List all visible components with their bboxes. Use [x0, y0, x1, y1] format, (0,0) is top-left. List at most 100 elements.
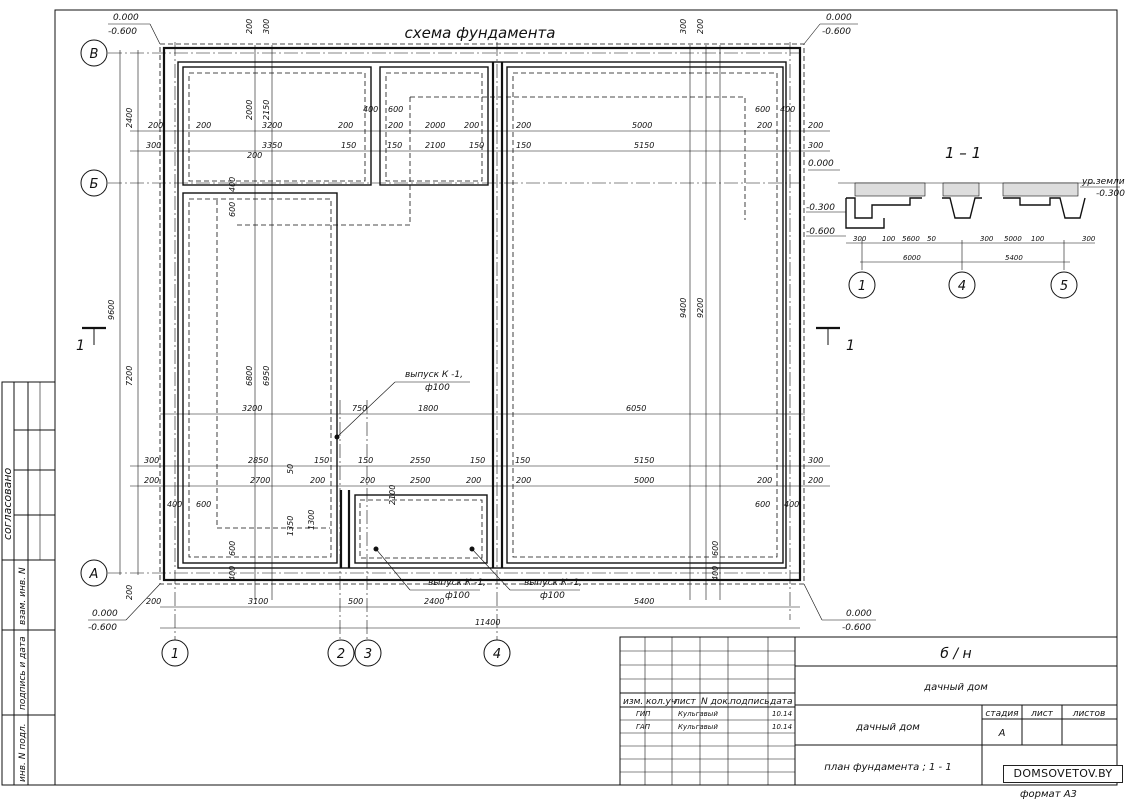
dim-text: 400	[363, 105, 378, 114]
section-level: -0.300	[806, 203, 835, 213]
dim-text: 200	[148, 121, 163, 130]
dim-text: 200	[808, 476, 823, 485]
dim-text: 200	[196, 121, 211, 130]
tb-date: 10.14	[772, 710, 792, 718]
dim-text: 400	[784, 500, 799, 509]
section-ground-level: -0.300	[1096, 189, 1125, 199]
section-dim: 6000	[903, 254, 921, 262]
section-dim: 5600	[902, 235, 920, 243]
callout-text: выпуск К -1,	[428, 578, 486, 588]
dim-text: 600	[711, 541, 720, 556]
section-dim: 300	[980, 235, 994, 243]
dim-text: 200	[338, 121, 353, 130]
section-dim: 300	[1082, 235, 1096, 243]
watermark: DOMSOVETOV.BY	[1003, 765, 1123, 783]
cut-label: 1	[846, 338, 855, 354]
dim-text: 3200	[242, 404, 262, 413]
dim-text: 2150	[262, 100, 271, 120]
callouts: выпуск К -1, ф100 выпуск К -1, ф100 выпу…	[334, 370, 582, 601]
dim-text: 300	[808, 456, 823, 465]
dim-text: 200	[146, 597, 161, 606]
section-dim: 5400	[1005, 254, 1023, 262]
stamp-sign-date: подпись и дата	[18, 636, 28, 710]
dim-text: 2100	[388, 485, 397, 505]
callout-text: выпуск К -1,	[524, 578, 582, 588]
dim-text: 600	[755, 105, 770, 114]
dim-text: 150	[469, 141, 484, 150]
dim-text: 6950	[262, 366, 271, 386]
dim-text: 600	[228, 541, 237, 556]
dim-text: 400	[711, 566, 720, 581]
dim-text: 2850	[248, 456, 268, 465]
section-dim: 100	[882, 235, 896, 243]
dim-text: 200	[516, 121, 531, 130]
section-axis: 5	[1060, 279, 1068, 294]
level-mark: -0.600	[88, 623, 117, 633]
axis-col-label: 1	[171, 647, 179, 662]
section-1-1: 1 – 1 0.000 -0.300 -0.600 ур.земли -0.30…	[806, 144, 1125, 299]
level-mark: -0.600	[822, 27, 851, 37]
tb-header: кол.уч	[646, 697, 676, 707]
dim-text: 200	[757, 476, 772, 485]
dim-text: 2500	[410, 476, 430, 485]
dim-text: 400	[780, 105, 795, 114]
dim-text: 600	[228, 202, 237, 217]
tb-sheet-label: лист	[1030, 709, 1054, 719]
axis-col-label: 3	[364, 647, 372, 662]
dim-text: 9400	[679, 298, 688, 318]
dim-text: 5150	[634, 456, 654, 465]
dim-text: 3200	[262, 121, 282, 130]
dim-text: 2550	[410, 456, 430, 465]
tb-name: Кульгавый	[678, 710, 718, 718]
section-level: 0.000	[808, 159, 834, 169]
dim-text: 9200	[696, 298, 705, 318]
dim-text: 9600	[107, 300, 116, 320]
dim-text: 300	[146, 141, 161, 150]
dim-text: 600	[196, 500, 211, 509]
dim-text: 200	[125, 585, 134, 600]
dim-text: 400	[228, 177, 237, 192]
tb-format: формат А3	[1020, 789, 1077, 800]
dim-text: 200	[757, 121, 772, 130]
dim-text: 150	[341, 141, 356, 150]
level-mark: -0.600	[108, 27, 137, 37]
level-mark: 0.000	[826, 13, 852, 23]
axis-row-label: В	[90, 47, 99, 62]
dim-text: 300	[262, 19, 271, 34]
dim-text: 150	[358, 456, 373, 465]
dim-text: 5400	[634, 597, 654, 606]
tb-name: Кульгавый	[678, 723, 718, 731]
dim-text: 200	[516, 476, 531, 485]
dim-text: 200	[808, 121, 823, 130]
dim-text: 200	[245, 19, 254, 34]
side-stamp: согласовано взам. инв. N подпись и дата …	[1, 381, 56, 786]
dim-text: 5150	[634, 141, 654, 150]
dim-text: 1800	[418, 404, 438, 413]
section-title: 1 – 1	[945, 144, 981, 162]
tb-header: дата	[769, 697, 793, 707]
tb-role: ГАП	[636, 723, 651, 731]
dim-text: 2100	[425, 141, 445, 150]
level-mark: -0.600	[842, 623, 871, 633]
dim-text: 200	[247, 151, 262, 160]
dim-text: 200	[466, 476, 481, 485]
dim-text: 2400	[125, 108, 134, 128]
axis-lines	[108, 42, 800, 640]
callout-text: выпуск К -1,	[405, 370, 463, 380]
dim-text: 300	[679, 19, 688, 34]
tb-sheet-name: план фундамента ; 1 - 1	[824, 762, 951, 773]
dim-text: 300	[808, 141, 823, 150]
dim-text: 200	[696, 19, 705, 34]
tb-header: лист	[673, 697, 697, 707]
axis-col-label: 4	[493, 647, 501, 662]
axis-col-label: 2	[337, 647, 345, 662]
stamp-inv-vzam: взам. инв. N	[18, 567, 28, 625]
dim-text: 3100	[248, 597, 268, 606]
dim-text: 50	[286, 464, 295, 474]
dim-text: 5000	[632, 121, 652, 130]
dim-text: 600	[388, 105, 403, 114]
section-dim: 50	[927, 235, 936, 243]
tb-code: б / н	[940, 646, 971, 662]
dim-text: 3350	[262, 141, 282, 150]
